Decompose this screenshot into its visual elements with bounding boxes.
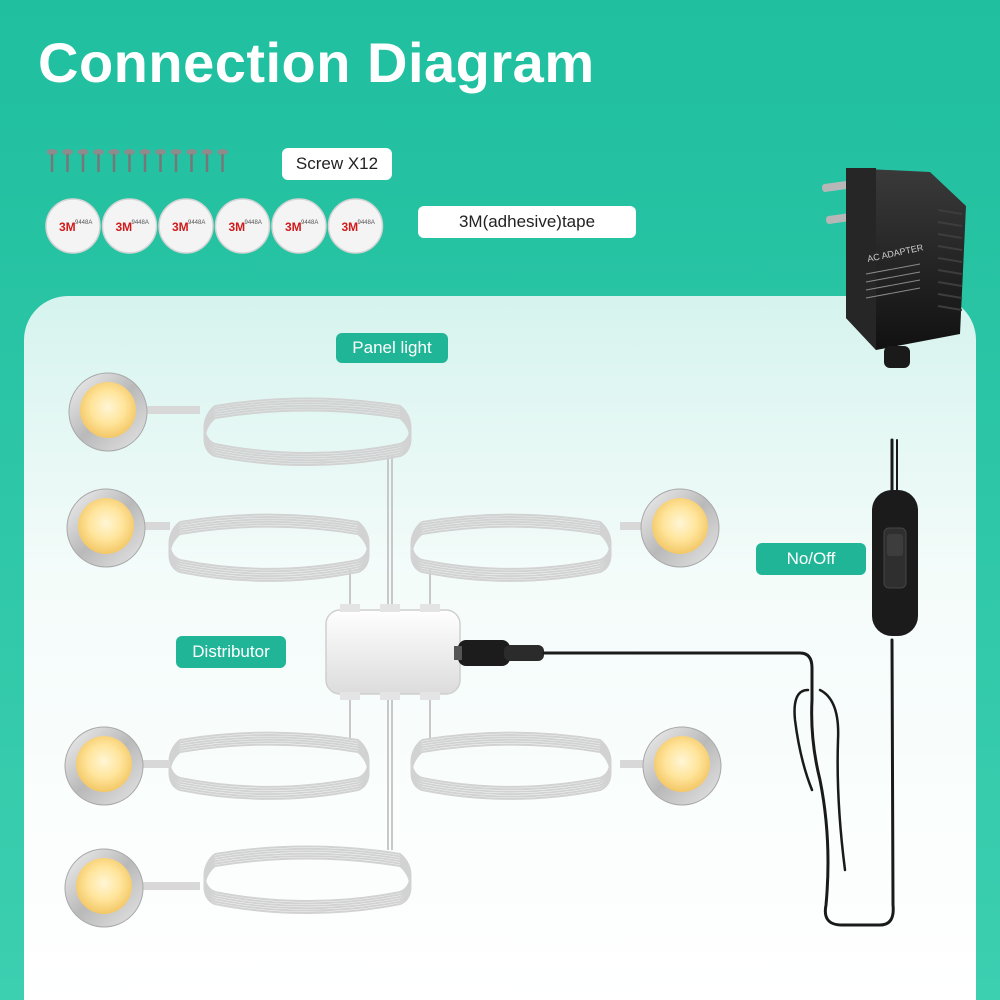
tape-brand: 3M [342,220,359,234]
screw-icon [93,149,104,172]
tape-model: 9448A [301,220,318,226]
screw-icon [62,149,73,172]
tape-brand: 3M [116,220,133,234]
screws-group [46,149,228,172]
switch-label: No/Off [756,543,866,575]
tape-model: 9448A [75,220,92,226]
cable-coil [168,731,370,800]
screw-icon [139,149,151,172]
panel-light [66,488,170,568]
panel-light [68,372,200,452]
tape-model: 9448A [188,220,205,226]
screw-icon [155,149,166,172]
tape-model: 9448A [358,220,375,226]
cable-coil [203,397,412,466]
screw-icon [170,149,182,172]
tape-model: 9448A [132,220,149,226]
screw-label: Screw X12 [282,148,392,180]
panel-light [64,726,170,806]
ac-adapter: AC ADAPTER [821,168,966,368]
tape-brand: 3M [59,220,76,234]
tape-label: 3M(adhesive)tape [418,206,636,238]
screw-icon [201,149,213,172]
panel-light [620,488,720,568]
cable-coil [410,513,612,582]
tape-brand: 3M [172,220,189,234]
screw-icon [186,149,197,172]
screw-icon [124,149,135,172]
power-cable [542,438,898,927]
cable-coils [168,397,612,914]
screw-icon [108,149,120,172]
screw-icon [217,149,228,172]
cable-coil [203,845,412,914]
tape-brand: 3M [229,220,246,234]
cable-coil [410,731,612,800]
cable-coil [168,513,370,582]
panel-lights [64,372,722,928]
screw-icon [46,149,58,172]
inline-switch [872,490,918,636]
panel-light-label: Panel light [336,333,448,363]
tape-brand: 3M [285,220,302,234]
panel-light [64,848,200,928]
panel-light [620,726,722,806]
page-title: Connection Diagram [38,31,595,94]
screw-icon [77,149,89,172]
distributor-box [325,604,461,700]
tape-model: 9448A [245,220,262,226]
distributor-label: Distributor [176,636,286,668]
dc-connector [454,640,544,666]
